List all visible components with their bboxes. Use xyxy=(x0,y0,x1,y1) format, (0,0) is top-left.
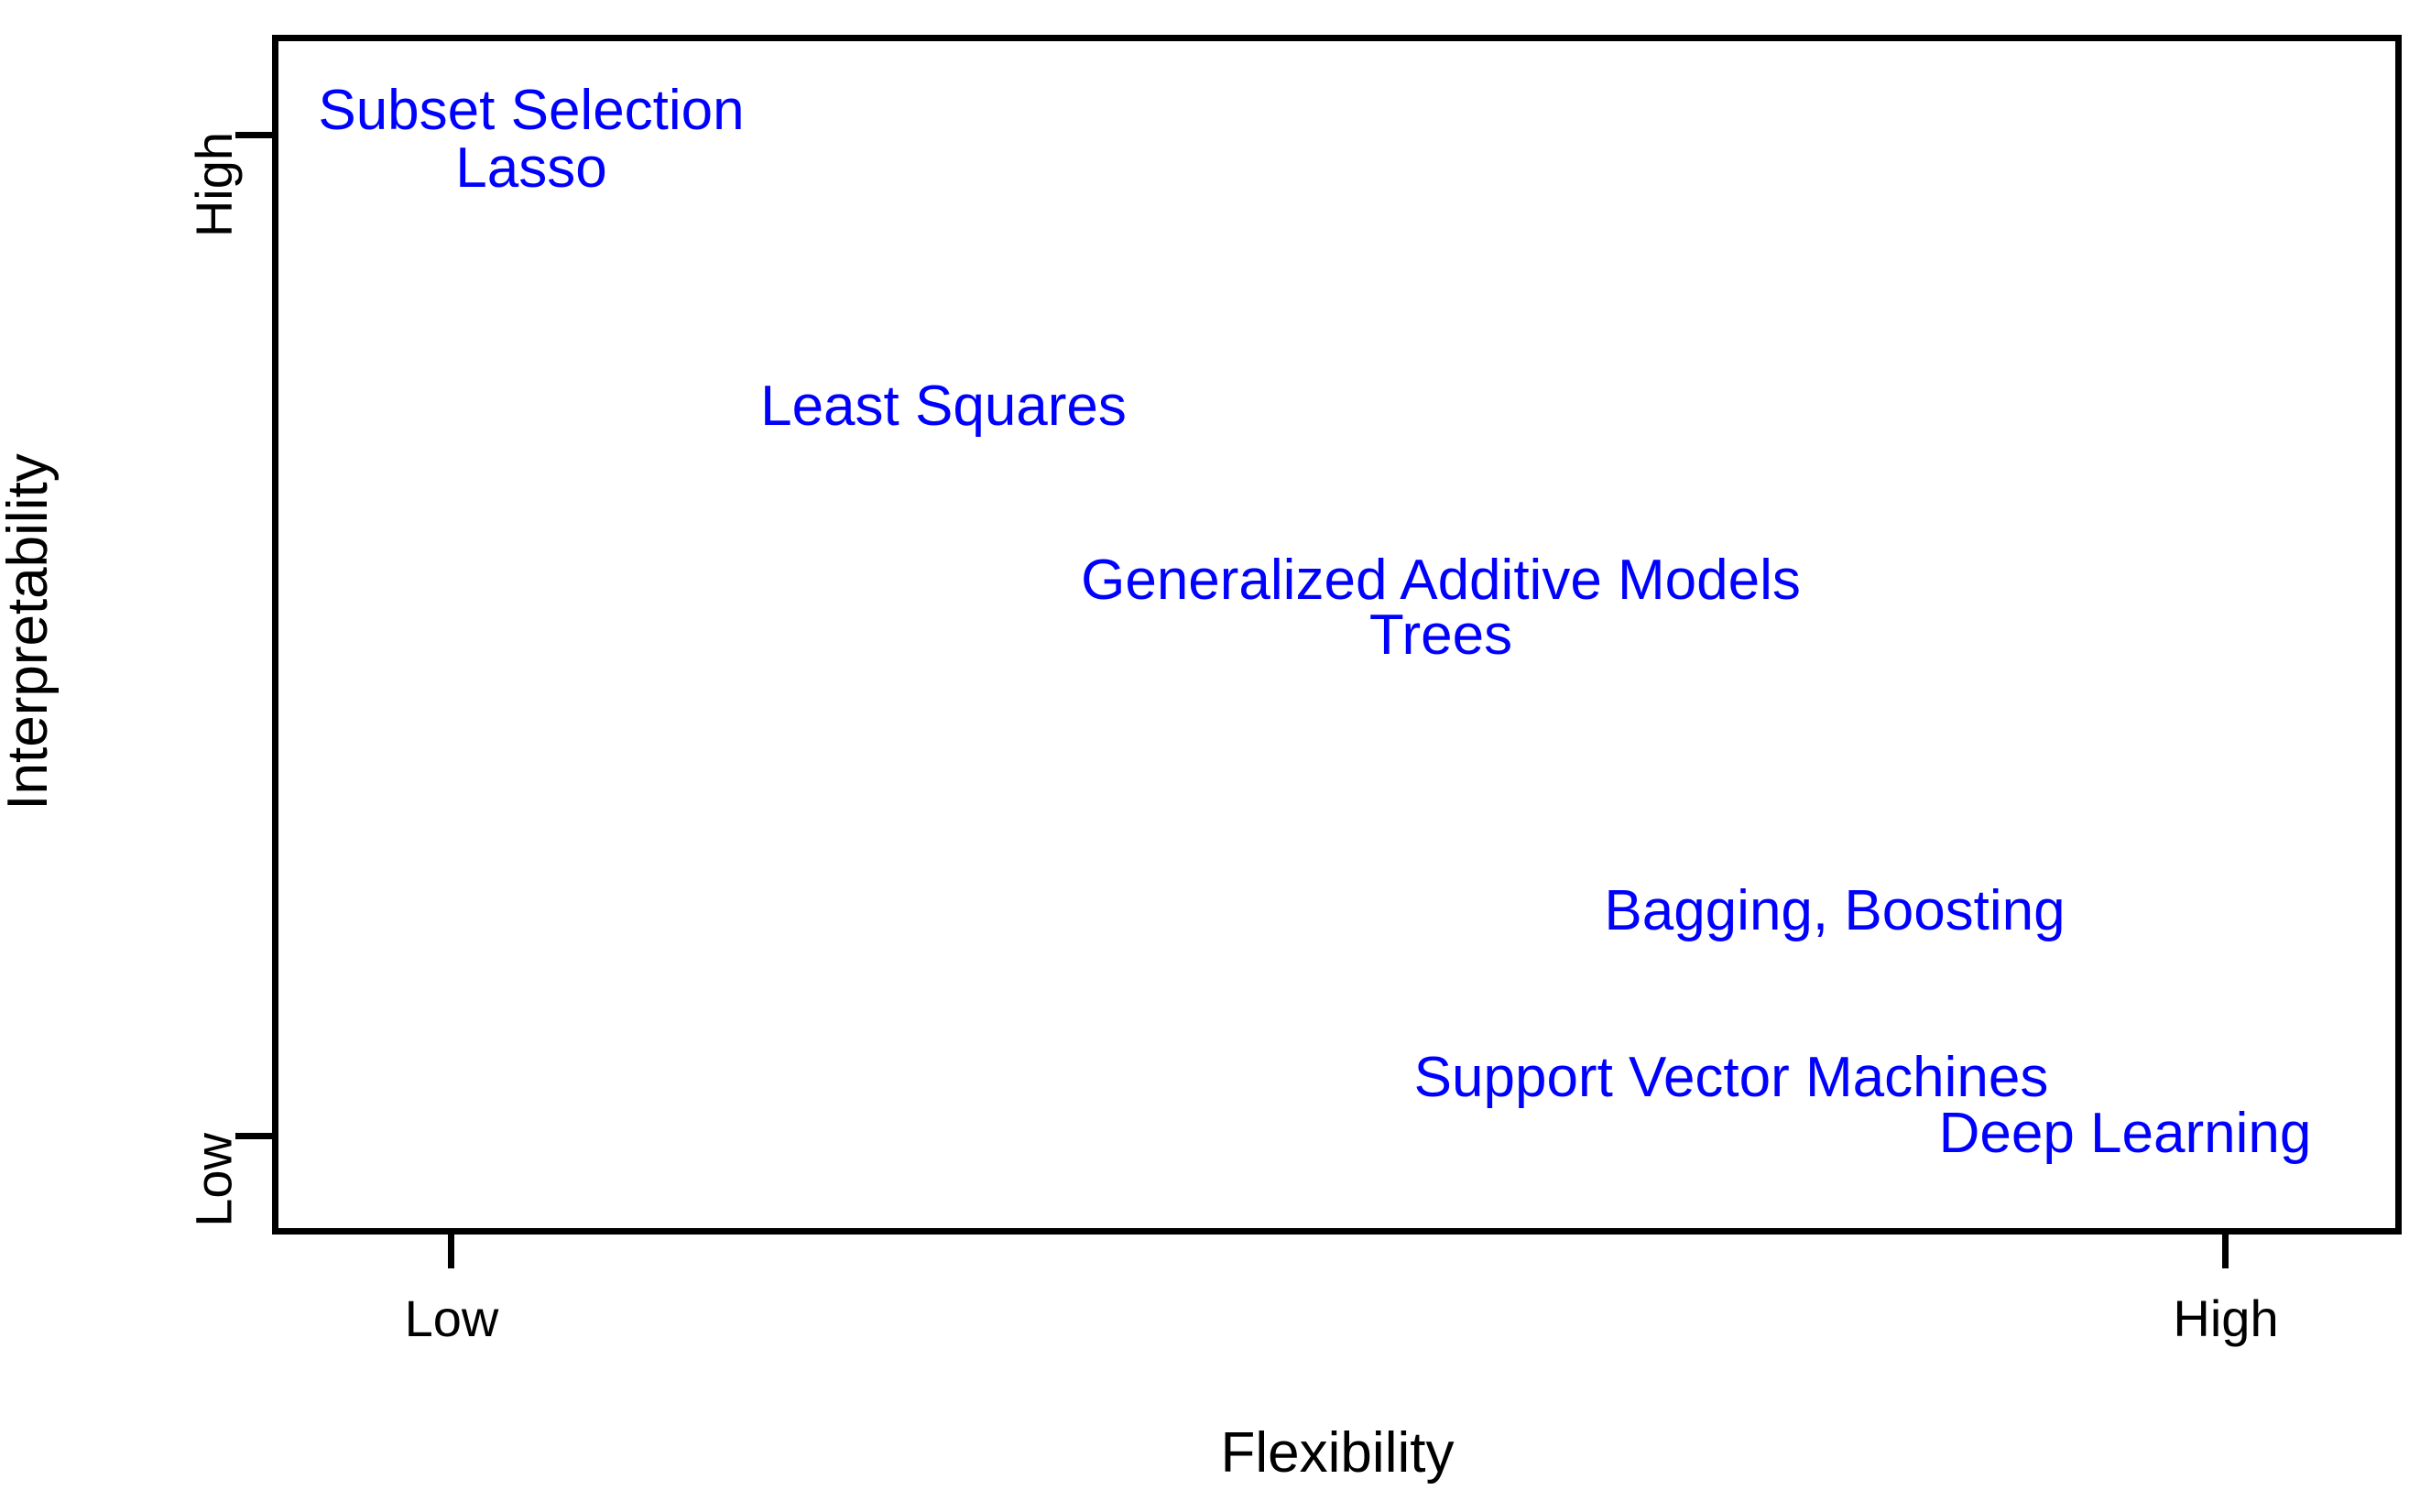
x-axis-title: Flexibility xyxy=(1220,1421,1455,1485)
y-tick-mark-low xyxy=(235,1133,276,1139)
annotation-lasso: Lasso xyxy=(455,136,607,200)
annotation-least-squares: Least Squares xyxy=(760,375,1127,438)
y-tick-label-high: High xyxy=(185,132,243,238)
y-axis-title: Interpretability xyxy=(0,453,60,810)
annotation-support-vector-machines: Support Vector Machines xyxy=(1413,1046,2049,1109)
y-tick-label-low: Low xyxy=(185,1133,243,1227)
annotation-bagging-boosting: Bagging, Boosting xyxy=(1604,879,2066,942)
annotation-generalized-additive-models: Generalized Additive Models xyxy=(1081,549,1801,612)
annotation-subset-selection: Subset Selection xyxy=(318,79,745,142)
plot-area-border xyxy=(272,35,2402,1235)
x-tick-label-high: High xyxy=(2173,1289,2279,1347)
x-tick-mark-high xyxy=(2222,1228,2229,1268)
annotation-deep-learning: Deep Learning xyxy=(1938,1102,2312,1165)
x-tick-label-low: Low xyxy=(404,1289,499,1347)
annotation-trees: Trees xyxy=(1368,604,1513,667)
y-tick-mark-high xyxy=(235,132,276,138)
x-tick-mark-low xyxy=(448,1228,454,1268)
